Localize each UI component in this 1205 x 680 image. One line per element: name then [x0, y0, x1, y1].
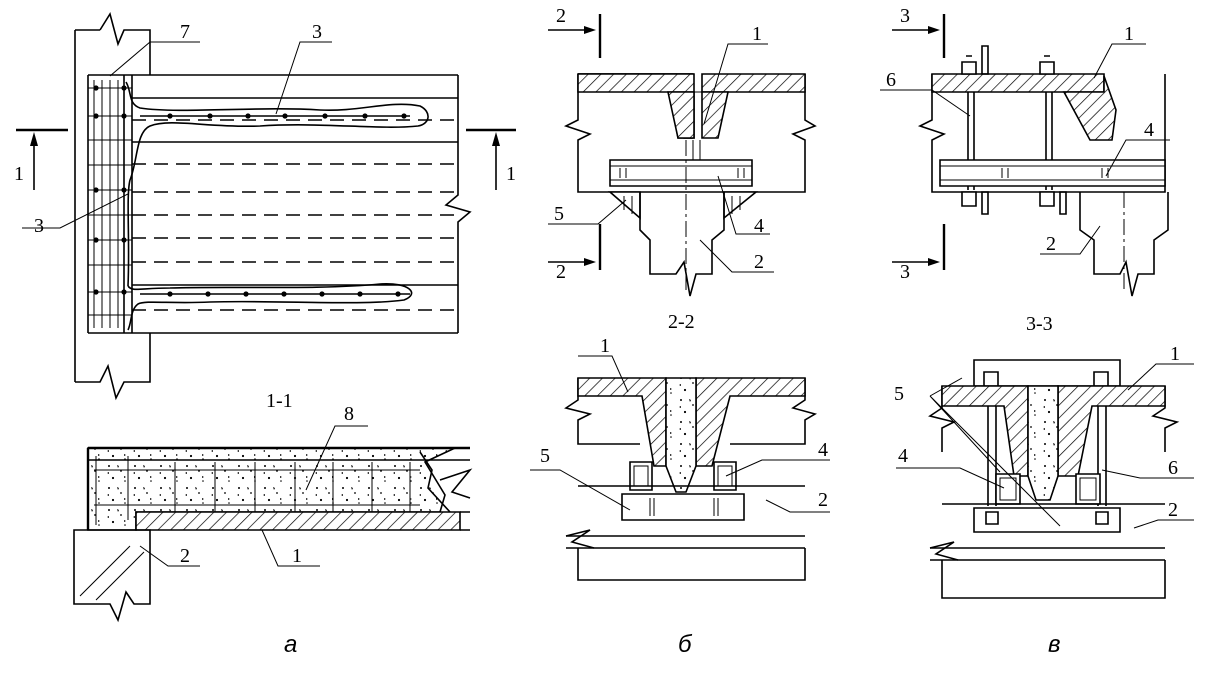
joint-mesh — [88, 80, 132, 328]
section-a-label-8: 8 — [344, 403, 354, 425]
elev-b-label-1: 1 — [752, 23, 762, 45]
panel-v-section: 3-3 1 5 4 6 2 — [894, 313, 1194, 658]
cut-3-bottom: 3 — [900, 261, 910, 283]
elev-v-label-4: 4 — [1144, 119, 1154, 141]
rebar-loop-top — [125, 81, 429, 287]
plan-label-7: 7 — [180, 21, 190, 43]
bolts-top — [961, 45, 1055, 75]
caption-a: а — [284, 631, 297, 658]
panel-a-section: 1-1 8 2 1 а — [73, 390, 473, 658]
elev-v-label-6: 6 — [886, 69, 896, 91]
elev-v-label-1: 1 — [1124, 23, 1134, 45]
panel-a-plan: 7 3 3 1 1 — [14, 12, 516, 401]
elev-b-label-4: 4 — [754, 215, 764, 237]
cut-2-bottom: 2 — [556, 261, 566, 283]
section-a-label-2: 2 — [180, 545, 190, 567]
panel-v-elevation: 3 3 1 6 4 2 — [880, 5, 1170, 297]
cut-3-top: 3 — [900, 5, 910, 27]
plan-label-3-top: 3 — [312, 21, 322, 43]
section-v-label-1: 1 — [1170, 343, 1180, 365]
elev-b-label-2: 2 — [754, 251, 764, 273]
section-a-label-1: 1 — [292, 545, 302, 567]
section-v-label-5: 5 — [894, 383, 904, 405]
panel-b-section: 2-2 1 5 4 2 б — [530, 311, 830, 658]
section-title-3-3: 3-3 — [1026, 313, 1053, 335]
cut-2-top: 2 — [556, 5, 566, 27]
section-v-label-6: 6 — [1168, 457, 1178, 479]
section-b-label-2: 2 — [818, 489, 828, 511]
section-title-2-2: 2-2 — [668, 311, 695, 333]
section-b-label-5: 5 — [540, 445, 550, 467]
section-b-label-1: 1 — [600, 335, 610, 357]
elev-v-label-2: 2 — [1046, 233, 1056, 255]
cut-label-1-left: 1 — [14, 163, 24, 185]
rebar-loop-bottom — [127, 283, 413, 331]
section-v-label-2: 2 — [1168, 499, 1178, 521]
section-v-label-4: 4 — [898, 445, 908, 467]
caption-v: в — [1048, 631, 1061, 658]
section-title-1-1: 1-1 — [266, 390, 293, 412]
panel-b-elevation: 2 2 1 5 4 2 — [548, 5, 817, 297]
elev-b-label-5: 5 — [554, 203, 564, 225]
plan-rib-lines — [132, 97, 458, 311]
caption-b: б — [678, 631, 693, 658]
section-b-label-4: 4 — [818, 439, 828, 461]
cut-label-1-right: 1 — [506, 163, 516, 185]
plan-label-3-left: 3 — [34, 215, 44, 237]
